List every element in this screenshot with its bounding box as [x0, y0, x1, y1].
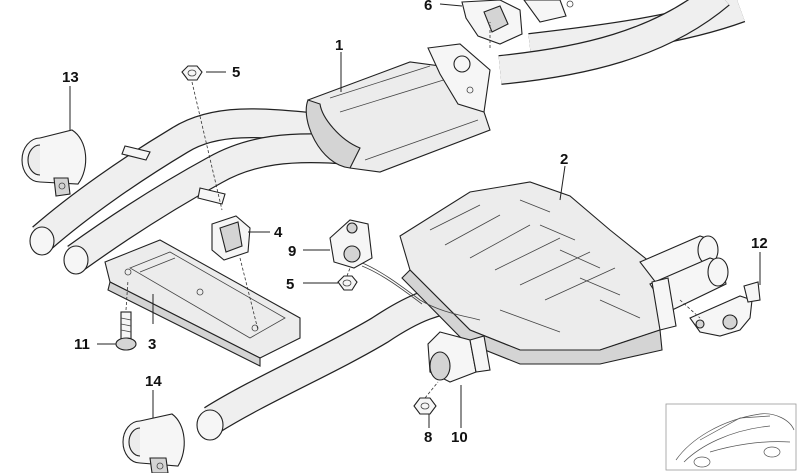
pipe-end-left-2 — [63, 245, 89, 275]
callout-11: 11 — [74, 336, 90, 353]
callout-13: 13 — [62, 69, 79, 86]
hex-nut-top — [181, 65, 203, 81]
assembly-lines — [125, 22, 701, 399]
callout-8: 8 — [424, 429, 432, 446]
callout-1: 1 — [335, 37, 343, 54]
retaining-clip — [121, 145, 251, 261]
callout-labels: 1 2 3 4 5 5 6 8 9 10 11 12 13 14 — [62, 0, 768, 446]
rubber-buffer — [427, 331, 491, 383]
heat-shield — [104, 239, 301, 367]
callout-14: 14 — [145, 373, 162, 390]
pipe-end-rear — [196, 409, 224, 441]
bolt — [115, 311, 137, 351]
sensor-cable — [359, 261, 481, 321]
front-pipe-upper — [498, 0, 746, 85]
callout-6: 6 — [424, 0, 432, 14]
callout-3: 3 — [148, 336, 156, 353]
rear-silencer — [399, 181, 729, 365]
callout-12: 12 — [751, 235, 768, 252]
callout-2: 2 — [560, 151, 568, 168]
callout-5-middle: 5 — [286, 276, 294, 293]
pipe-clamp-lower — [122, 413, 185, 473]
front-pipe-left — [29, 108, 352, 275]
callout-9: 9 — [288, 243, 296, 260]
pipe-clamp-upper — [21, 129, 87, 197]
leader-lines — [69, 3, 761, 428]
hanger-bracket-rear — [689, 281, 761, 337]
callout-5-top: 5 — [232, 64, 240, 81]
hex-nut-middle — [337, 275, 358, 291]
callout-4: 4 — [274, 224, 283, 241]
callout-10: 10 — [451, 429, 468, 446]
center-silencer — [305, 43, 491, 173]
hanger-bracket-top — [461, 0, 574, 45]
rubber-mount — [329, 219, 373, 269]
vehicle-thumbnail — [665, 403, 797, 471]
pipe-end-left-1 — [29, 226, 55, 256]
hex-nut-bottom — [413, 397, 437, 415]
